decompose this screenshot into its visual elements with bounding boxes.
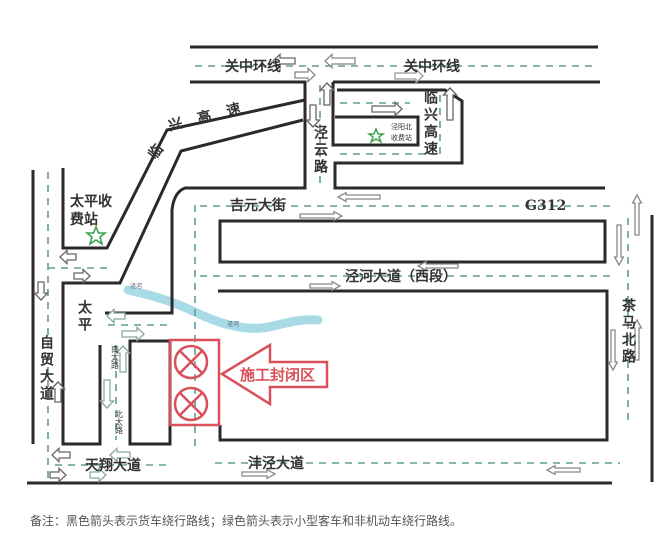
road-label-jiyuan-street: 吉元大街 bbox=[230, 197, 286, 214]
detour-arrow-thin-icon bbox=[336, 191, 381, 203]
road-label-taiping: 太平 bbox=[76, 299, 92, 334]
detour-arrow-icon bbox=[371, 100, 403, 118]
detour-arrow-thin-icon bbox=[607, 329, 619, 372]
road-label-g312: G312 bbox=[525, 198, 566, 214]
road-label-jinghe-avenue: 泾河大道（西段） bbox=[345, 268, 457, 285]
detour-arrow-icon bbox=[73, 267, 91, 285]
detour-arrow-icon bbox=[294, 66, 316, 84]
jinghe-river bbox=[123, 285, 323, 333]
road-label-zimao-avenue: 自贸大道 bbox=[38, 334, 54, 403]
river-label-2: 泾河 bbox=[227, 320, 239, 328]
detour-arrow-icon bbox=[272, 52, 296, 70]
jingyang-north-toll-star-icon bbox=[366, 127, 386, 144]
detour-arrow-icon bbox=[89, 466, 107, 484]
taiping-toll-star-icon bbox=[84, 224, 108, 246]
detour-arrow-thin-icon bbox=[309, 280, 342, 292]
detour-arrow-icon bbox=[441, 87, 459, 121]
road-label-jingyun-road: 泾云路 bbox=[312, 124, 328, 176]
detour-arrow-thin-icon bbox=[613, 224, 625, 267]
detour-arrow-icon bbox=[59, 248, 77, 266]
toll-label-taiping-2: 费站 bbox=[70, 211, 98, 228]
detour-arrow-thin-icon bbox=[416, 260, 459, 272]
road-label-tianxiang-avenue: 天翔大道 bbox=[85, 457, 141, 474]
green-route-lines bbox=[47, 65, 629, 482]
closure-pointer-arrow-icon bbox=[219, 342, 329, 407]
road-label-guanzhong-ring-west: 关中环线 bbox=[225, 58, 281, 75]
toll-label-taiping-1: 太平收 bbox=[70, 193, 113, 210]
legend-note: 备注：黑色箭头表示货车绕行路线；绿色箭头表示小型客车和非机动车绕行路线。 bbox=[30, 514, 463, 528]
detour-arrow-icon bbox=[324, 52, 356, 70]
detour-arrow-icon bbox=[106, 307, 126, 325]
detour-arrow-icon bbox=[109, 446, 131, 464]
detour-arrow-thin-icon bbox=[631, 318, 643, 361]
detour-arrow-icon bbox=[318, 82, 336, 106]
detour-arrow-thin-icon bbox=[299, 210, 344, 222]
construction-closure-zone: 施工封闭区 bbox=[168, 338, 329, 427]
toll-label-jingyang-north-2: 收费站 bbox=[391, 133, 412, 142]
detour-arrow-icon bbox=[98, 379, 116, 409]
road-label-linxing-expressway-text: 临兴高速 bbox=[145, 96, 242, 162]
road-label-linxing-expressway-north: 临兴高速 bbox=[422, 89, 438, 158]
road-label-nantai-road: 南太路 bbox=[111, 344, 120, 369]
toll-label-jingyang-north-1: 泾阳北 bbox=[391, 122, 412, 131]
detour-arrow-icon bbox=[49, 466, 67, 484]
detour-arrow-icon bbox=[51, 446, 71, 464]
detour-arrow-icon bbox=[121, 325, 145, 343]
river-label-1: 泾河 bbox=[130, 282, 142, 290]
detour-arrow-thin-icon bbox=[631, 193, 643, 236]
road-label-linxing-expressway-diagonal: 临兴高速 bbox=[145, 96, 258, 162]
detour-arrow-thin-icon bbox=[241, 468, 277, 480]
closure-zone-label: 施工封闭区 bbox=[240, 366, 315, 384]
detour-arrow-icon bbox=[394, 67, 424, 85]
detour-arrows bbox=[32, 52, 643, 484]
road-label-beitai-road: 北太路 bbox=[115, 410, 124, 434]
road-label-guanzhong-ring-east: 关中环线 bbox=[404, 58, 460, 75]
road-label-chama-north-road: 茶马北路 bbox=[620, 297, 637, 366]
detour-arrow-icon bbox=[49, 381, 67, 403]
road-label-fengjing-avenue: 沣泾大道 bbox=[248, 455, 304, 472]
detour-arrow-icon bbox=[114, 345, 132, 373]
detour-arrow-icon bbox=[32, 281, 50, 301]
road-outlines bbox=[27, 45, 654, 485]
detour-arrow-thin-icon bbox=[545, 464, 581, 476]
detour-arrow-icon bbox=[304, 104, 322, 128]
